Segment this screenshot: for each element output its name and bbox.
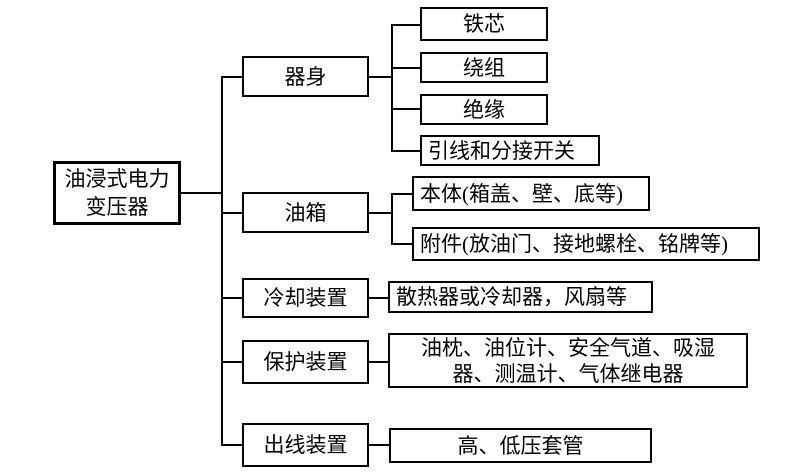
node-oil-tank: 油箱 <box>242 192 369 233</box>
connector-to-winding <box>392 67 420 69</box>
connector-to-protection-components <box>368 361 388 363</box>
node-radiator-cooler-fan: 散热器或冷却器，风扇等 <box>388 281 653 313</box>
connector-to-bushings <box>368 444 389 446</box>
node-leads-and-tap-switch: 引线和分接开关 <box>420 135 600 166</box>
connector-trunk-to-oil-tank <box>222 212 242 214</box>
node-iron-core: 铁芯 <box>420 7 548 41</box>
node-body: 器身 <box>242 56 369 97</box>
connector-to-radiator <box>368 297 388 299</box>
node-hv-lv-bushings: 高、低压套管 <box>389 428 652 463</box>
node-tank-main-body: 本体(箱盖、壁、底等) <box>412 176 650 211</box>
connector-to-tank-accessories <box>392 243 412 245</box>
connector-to-tank-body <box>392 193 412 195</box>
node-tank-accessories: 附件(放油门、接地螺栓、铭牌等) <box>412 227 760 261</box>
node-outlet-device: 出线装置 <box>242 423 369 467</box>
connector-trunk-to-cooling <box>222 297 242 299</box>
connector-oil-tank-branch-vertical <box>391 193 393 245</box>
node-protection-device: 保护装置 <box>242 340 369 384</box>
connector-oil-tank-branch <box>369 212 392 214</box>
node-winding: 绕组 <box>420 52 548 83</box>
connector-trunk-vertical <box>221 76 223 446</box>
node-cooling-device: 冷却装置 <box>242 278 369 318</box>
connector-trunk-to-body <box>222 76 242 78</box>
connector-to-leads <box>392 150 420 152</box>
connector-trunk-to-outlet <box>222 444 242 446</box>
connector-body-branch <box>369 76 392 78</box>
node-protection-components: 油枕、油位计、安全气道、吸湿 器、测温计、气体继电器 <box>388 333 748 388</box>
connector-trunk-to-protection <box>222 361 242 363</box>
connector-to-insulation <box>392 108 420 110</box>
node-insulation: 绝缘 <box>420 94 548 125</box>
node-root-transformer: 油浸式电力 变压器 <box>53 161 181 225</box>
connector-to-iron-core <box>392 24 420 26</box>
connector-root-to-trunk <box>180 192 222 194</box>
connector-body-branch-vertical <box>391 24 393 152</box>
